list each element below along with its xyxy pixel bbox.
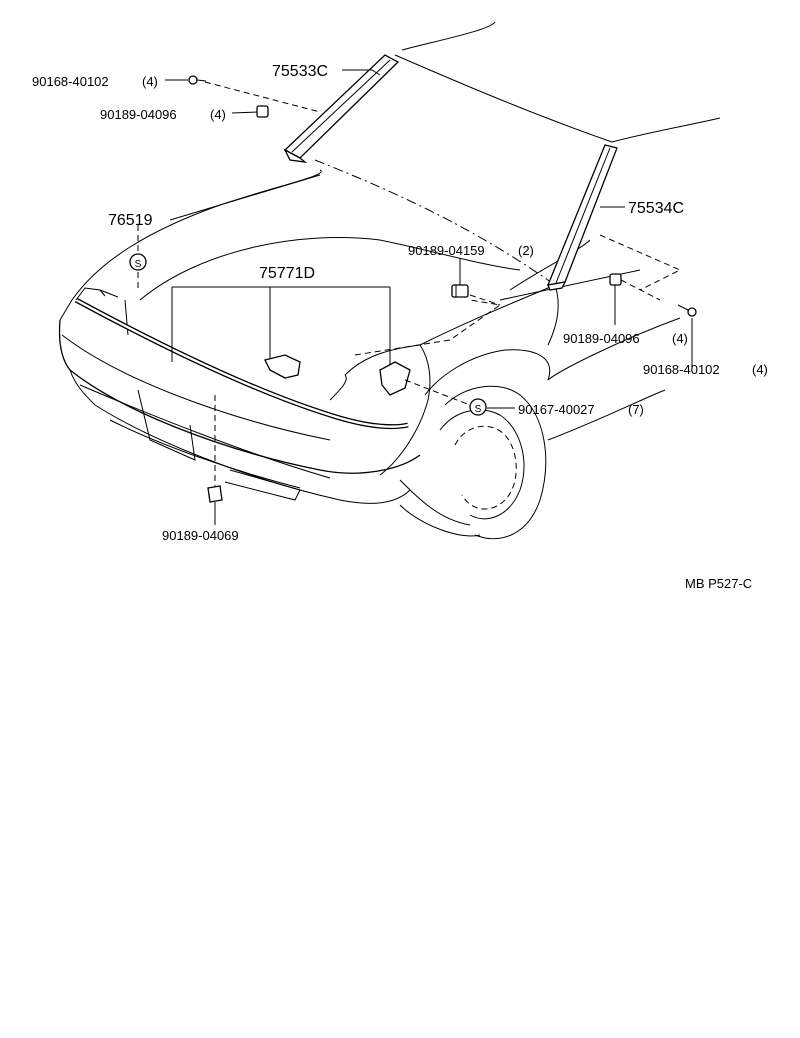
clip-75771d-right — [379, 361, 411, 396]
label-90189-04096-left-qty: (4) — [210, 107, 226, 122]
s-marker-90167: S — [475, 404, 482, 415]
label-75533c: 75533C — [272, 63, 328, 80]
callout-labels: 90168-40102 (4) 90189-04096 (4) 75533C 7… — [32, 63, 768, 591]
label-90168-40102-right-qty: (4) — [752, 362, 768, 377]
label-90189-04096-right-qty: (4) — [672, 331, 688, 346]
pillar-molding-right — [546, 144, 618, 291]
label-90189-04096-right: 90189-04096 — [563, 331, 640, 346]
roof-molding-left — [283, 54, 400, 163]
reference-code: MB P527-C — [685, 576, 752, 591]
hood-front-molding — [74, 287, 409, 430]
label-90167-40027: 90167-40027 — [518, 402, 595, 417]
s-marker-76519: S — [135, 259, 142, 270]
label-90189-04159-qty: (2) — [518, 243, 534, 258]
screw-90168-left-icon — [188, 75, 207, 85]
label-75534c: 75534C — [628, 200, 684, 217]
clip-90189-04069-icon — [207, 485, 223, 503]
label-90189-04069: 90189-04069 — [162, 528, 239, 543]
label-90189-04159: 90189-04159 — [408, 243, 485, 258]
label-90168-40102-left-qty: (4) — [142, 74, 158, 89]
clip-90189-04096-left-icon — [256, 105, 269, 118]
screw-90168-right-icon — [677, 304, 697, 317]
grommet-76519-icon: S — [129, 253, 147, 271]
car-body-outline — [58, 21, 721, 540]
label-75771d: 75771D — [259, 265, 315, 282]
leader-lines — [137, 69, 693, 525]
s-marker-90167-icon: S — [469, 398, 487, 416]
label-90168-40102-right: 90168-40102 — [643, 362, 720, 377]
clip-90189-04159-icon — [451, 284, 469, 298]
clip-75771d-left — [264, 354, 301, 379]
label-90168-40102-left: 90168-40102 — [32, 74, 109, 89]
clip-90189-04096-right-icon — [609, 273, 622, 286]
label-90189-04096-left: 90189-04096 — [100, 107, 177, 122]
label-76519: 76519 — [108, 212, 153, 229]
label-90167-40027-qty: (7) — [628, 402, 644, 417]
